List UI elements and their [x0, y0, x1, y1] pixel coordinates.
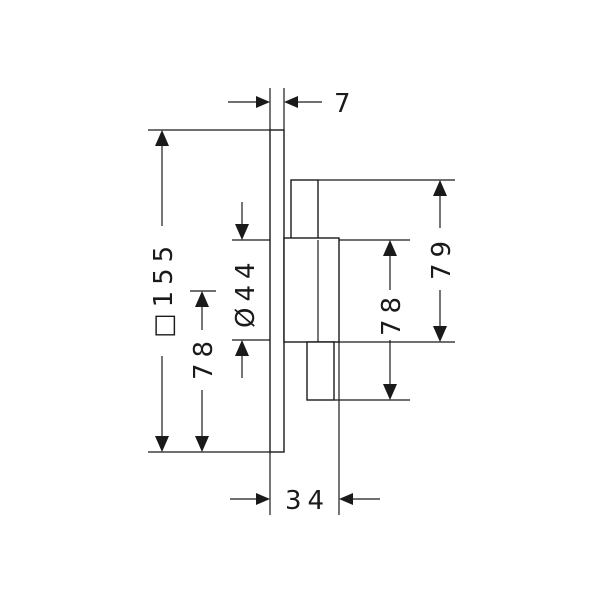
- extension-lines: [148, 88, 455, 515]
- dim-right-offset: 78: [377, 240, 407, 400]
- dim-right-offset-label: 78: [377, 291, 407, 336]
- dim-left-offset: 78: [189, 291, 219, 452]
- dim-plate-size: □155: [149, 130, 179, 452]
- dim-bore-diameter: Ø44: [231, 202, 261, 378]
- dim-left-offset-label: 78: [189, 335, 219, 380]
- dim-depth: 34: [230, 486, 380, 516]
- dim-bore-diameter-label: Ø44: [231, 256, 261, 328]
- middle-body: [283, 237, 340, 343]
- top-knob: [290, 179, 319, 241]
- dim-plate-thickness-label: 7: [334, 89, 357, 119]
- dim-depth-label: 34: [285, 486, 330, 516]
- part-outline: [269, 129, 340, 453]
- bottom-knob: [306, 341, 335, 401]
- cover-plate: [269, 129, 285, 453]
- dim-right-height-label: 79: [427, 235, 457, 280]
- dim-right-height: 79: [427, 180, 457, 342]
- dim-plate-thickness: 7: [228, 89, 357, 119]
- dim-plate-size-label: □155: [149, 240, 179, 338]
